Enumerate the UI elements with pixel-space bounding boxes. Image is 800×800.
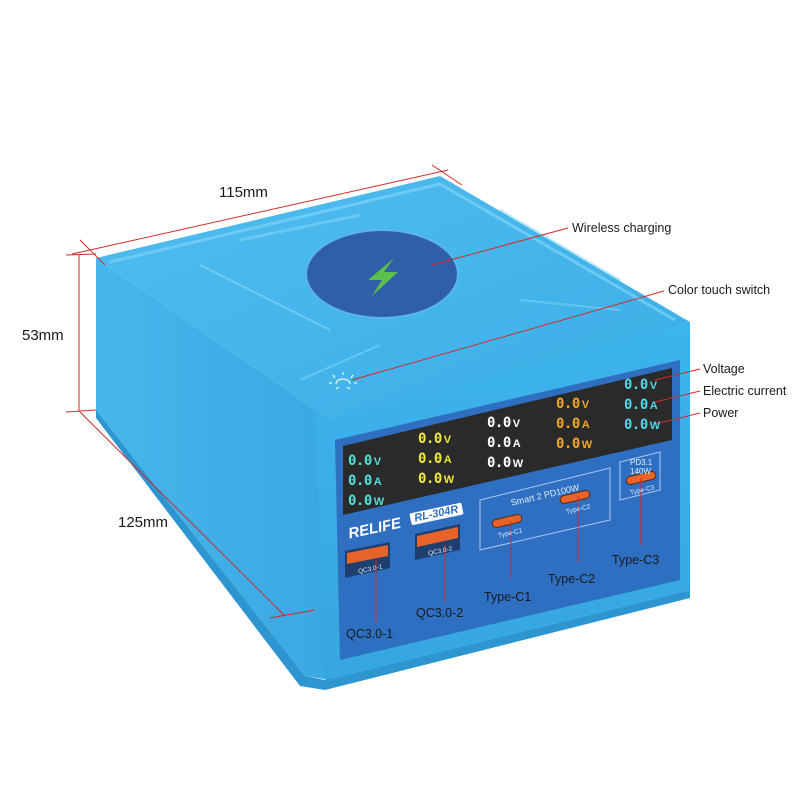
- qc2-power: 0.0: [418, 471, 442, 487]
- dimension-depth: 125mm: [118, 514, 169, 531]
- callout-type-c3: Type-C3: [612, 553, 660, 567]
- left-face: [96, 258, 330, 680]
- c2-power: 0.0: [556, 436, 580, 452]
- c3-current: 0.0: [624, 397, 648, 413]
- qc2-current: 0.0: [418, 451, 442, 467]
- type-c1-port: [491, 514, 523, 528]
- c3-voltage: 0.0: [624, 377, 648, 393]
- pd31-label-line2: 140W: [630, 467, 651, 476]
- c3-power: 0.0: [624, 417, 648, 433]
- qc1-power: 0.0: [348, 493, 372, 509]
- c1-current: 0.0: [487, 435, 511, 451]
- annotation-lines: [65, 164, 701, 623]
- callout-voltage: Voltage: [703, 362, 745, 376]
- c2-voltage: 0.0: [556, 396, 580, 412]
- c1-voltage: 0.0: [487, 415, 511, 431]
- smart-pd-group-outline: [479, 467, 611, 551]
- sun-icon: [329, 372, 357, 390]
- type-c2-port: [559, 490, 591, 504]
- dimension-height: 53mm: [22, 327, 64, 344]
- qc3-port-2: [415, 524, 460, 560]
- dimension-width: 115mm: [219, 184, 268, 201]
- pd31-group-outline: [619, 451, 661, 501]
- lightning-bolt-icon: [368, 258, 398, 296]
- qc2-voltage: 0.0: [418, 431, 442, 447]
- pd31-label-line1: PD3.1: [630, 458, 653, 467]
- qc1-voltage: 0.0: [348, 453, 372, 469]
- callout-qc1: QC3.0-1: [346, 627, 394, 641]
- lcd-screen: [343, 368, 672, 515]
- c2-current: 0.0: [556, 416, 580, 432]
- callout-qc2: QC3.0-2: [416, 606, 464, 620]
- callout-electric-current: Electric current: [703, 384, 787, 398]
- callout-wireless-charging: Wireless charging: [572, 221, 672, 235]
- callout-power: Power: [703, 406, 739, 420]
- qc3-port-1: [345, 542, 390, 578]
- callout-type-c1: Type-C1: [484, 590, 532, 604]
- callout-color-touch-switch: Color touch switch: [668, 283, 771, 297]
- c1-power: 0.0: [487, 455, 511, 471]
- callout-type-c2: Type-C2: [548, 572, 596, 586]
- qc1-current: 0.0: [348, 473, 372, 489]
